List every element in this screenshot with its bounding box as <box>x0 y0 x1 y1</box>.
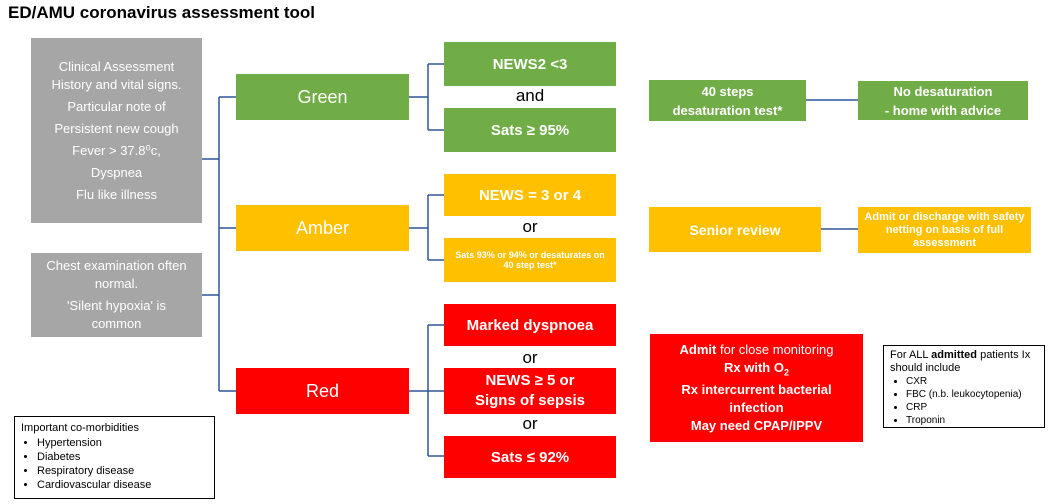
rx-o2-subscript: 2 <box>783 367 789 378</box>
admitted-investigations-note: For ALL admitted patients Ix should incl… <box>883 345 1045 428</box>
red-sepsis-line: Signs of sepsis <box>474 392 586 409</box>
admit-or-discharge-box: Admit or discharge with safety netting o… <box>858 207 1031 253</box>
admitted-suffix: patients Ix should include <box>890 349 1031 374</box>
red-criterion-news-sepsis: NEWS ≥ 5 or Signs of sepsis <box>444 368 616 414</box>
red-or-1: or <box>522 348 538 367</box>
cpap-line: May need CPAP/IPPV <box>690 418 823 434</box>
desaturation-test-box: 40 steps desaturation test* <box>649 80 806 121</box>
clinical-line-7: Flu like illness <box>76 186 157 202</box>
no-desaturation-box: No desaturation - home with advice <box>858 81 1028 120</box>
red-criterion-dyspnoea: Marked dyspnoea <box>444 304 616 346</box>
green-criterion-news: NEWS2 <3 <box>444 42 616 86</box>
amber-or: or <box>522 217 538 236</box>
rx-infection-line: Rx intercurrent bacterial infection <box>681 382 832 416</box>
chest-examination-box: Chest examination often normal. 'Silent … <box>31 253 202 337</box>
admitted-note-heading: For ALL admitted patients Ix should incl… <box>890 349 1038 375</box>
list-item: CXR <box>906 375 1038 388</box>
admitted-investigations-list: CXR FBC (n.b. leukocytopenia) CRP Tropon… <box>890 375 1038 427</box>
admit-line: Admit for close monitoring <box>680 341 834 359</box>
triage-green: Green <box>236 74 409 120</box>
clinical-line-2: History and vital signs. <box>51 76 182 92</box>
triage-red: Red <box>236 368 409 414</box>
list-item: Respiratory disease <box>37 464 208 478</box>
list-item: Cardiovascular disease <box>37 478 208 492</box>
triage-amber: Amber <box>236 205 409 251</box>
admit-rest-text: for close monitoring <box>716 341 834 357</box>
red-news-line: NEWS ≥ 5 or <box>485 372 575 389</box>
admit-bold-text: Admit <box>679 341 717 357</box>
amber-criterion-news: NEWS = 3 or 4 <box>444 174 616 216</box>
no-desaturation-line-2: - home with advice <box>884 102 1002 118</box>
clinical-line-6: Dyspnea <box>90 164 143 180</box>
clinical-line-4: Persistent new cough <box>54 120 179 136</box>
red-or-2: or <box>522 414 538 433</box>
comorbidities-note: Important co-morbidities Hypertension Di… <box>14 416 215 499</box>
comorbidities-list: Hypertension Diabetes Respiratory diseas… <box>21 436 208 492</box>
green-and: and <box>515 86 545 105</box>
clinical-line-3: Particular note of <box>67 98 166 114</box>
list-item: CRP <box>906 401 1038 414</box>
list-item: Diabetes <box>37 450 208 464</box>
rx-o2-line: Rx with O2 <box>724 359 789 382</box>
green-criterion-sats: Sats ≥ 95% <box>444 108 616 152</box>
clinical-line-1: Clinical Assessment <box>58 58 175 74</box>
rx-o2-text: Rx with O <box>724 359 784 375</box>
comorbidities-heading: Important co-morbidities <box>21 422 139 434</box>
senior-review-box: Senior review <box>649 207 821 252</box>
list-item: FBC (n.b. leukocytopenia) <box>906 388 1038 401</box>
list-item: Troponin <box>906 414 1038 427</box>
admitted-bold: admitted <box>931 349 978 361</box>
red-criterion-sats: Sats ≤ 92% <box>444 436 616 478</box>
clinical-line-5: Fever > 37.8⁰c, <box>72 142 161 158</box>
chest-line-1: Chest examination often normal. <box>46 258 187 291</box>
list-item: Hypertension <box>37 436 208 450</box>
no-desaturation-line-1: No desaturation <box>893 83 993 99</box>
admit-monitoring-box: Admit for close monitoring Rx with O2 Rx… <box>650 334 863 442</box>
admitted-prefix: For ALL <box>890 349 932 361</box>
amber-criterion-sats: Sats 93% or 94% or desaturates on 40 ste… <box>444 238 616 282</box>
page-title: ED/AMU coronavirus assessment tool <box>8 3 316 22</box>
clinical-assessment-box: Clinical Assessment History and vital si… <box>31 38 202 223</box>
chest-line-2: 'Silent hypoxia' is common <box>67 298 166 331</box>
